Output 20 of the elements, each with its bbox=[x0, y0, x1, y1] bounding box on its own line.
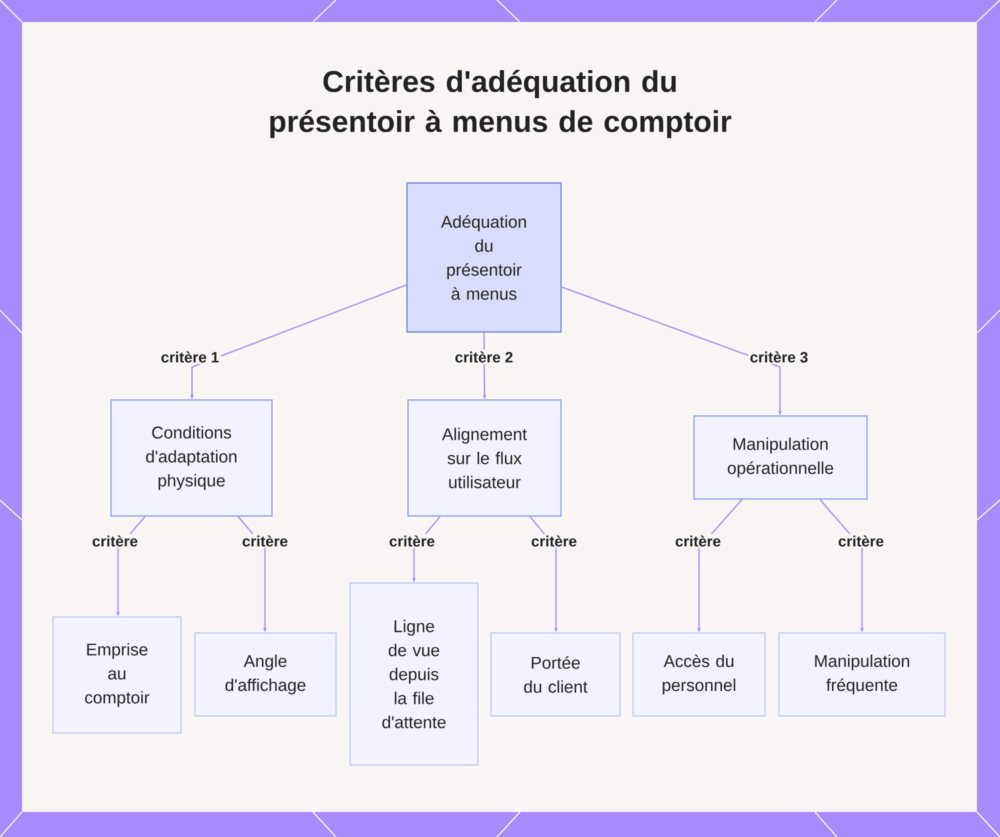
criterion-box: Emprise au comptoir bbox=[52, 616, 182, 734]
edge-label: critère bbox=[674, 534, 722, 548]
criterion-box: Accès du personnel bbox=[632, 632, 766, 717]
edge-label: critère bbox=[388, 534, 436, 548]
criterion-box: Angle d'affichage bbox=[194, 632, 337, 717]
criterion-box: Manipulation opérationnelle bbox=[693, 415, 868, 500]
edge-label: critère bbox=[530, 534, 578, 548]
edge-label: critère bbox=[90, 534, 140, 548]
title: Critères d'adéquation du présentoir à menus de comptoir bbox=[270, 70, 732, 138]
edge-label: critère bbox=[836, 534, 886, 548]
edge-label: critère 1 bbox=[159, 350, 221, 364]
criterion-box: Portée du client bbox=[490, 632, 621, 717]
edge-label: critère 2 bbox=[453, 350, 515, 364]
criterion-box: Ligne de vue depuis la file d'attente bbox=[349, 582, 479, 766]
edge-label: critère bbox=[240, 534, 290, 548]
criterion-box: Manipulation fréquente bbox=[778, 632, 946, 717]
criterion-box: Conditions d'adaptation physique bbox=[110, 399, 273, 517]
criterion-box: Alignement sur le flux utilisateur bbox=[407, 399, 562, 517]
edge-label: critère 3 bbox=[748, 350, 810, 364]
root-box: Adéquation du présentoir à menus bbox=[406, 182, 562, 333]
